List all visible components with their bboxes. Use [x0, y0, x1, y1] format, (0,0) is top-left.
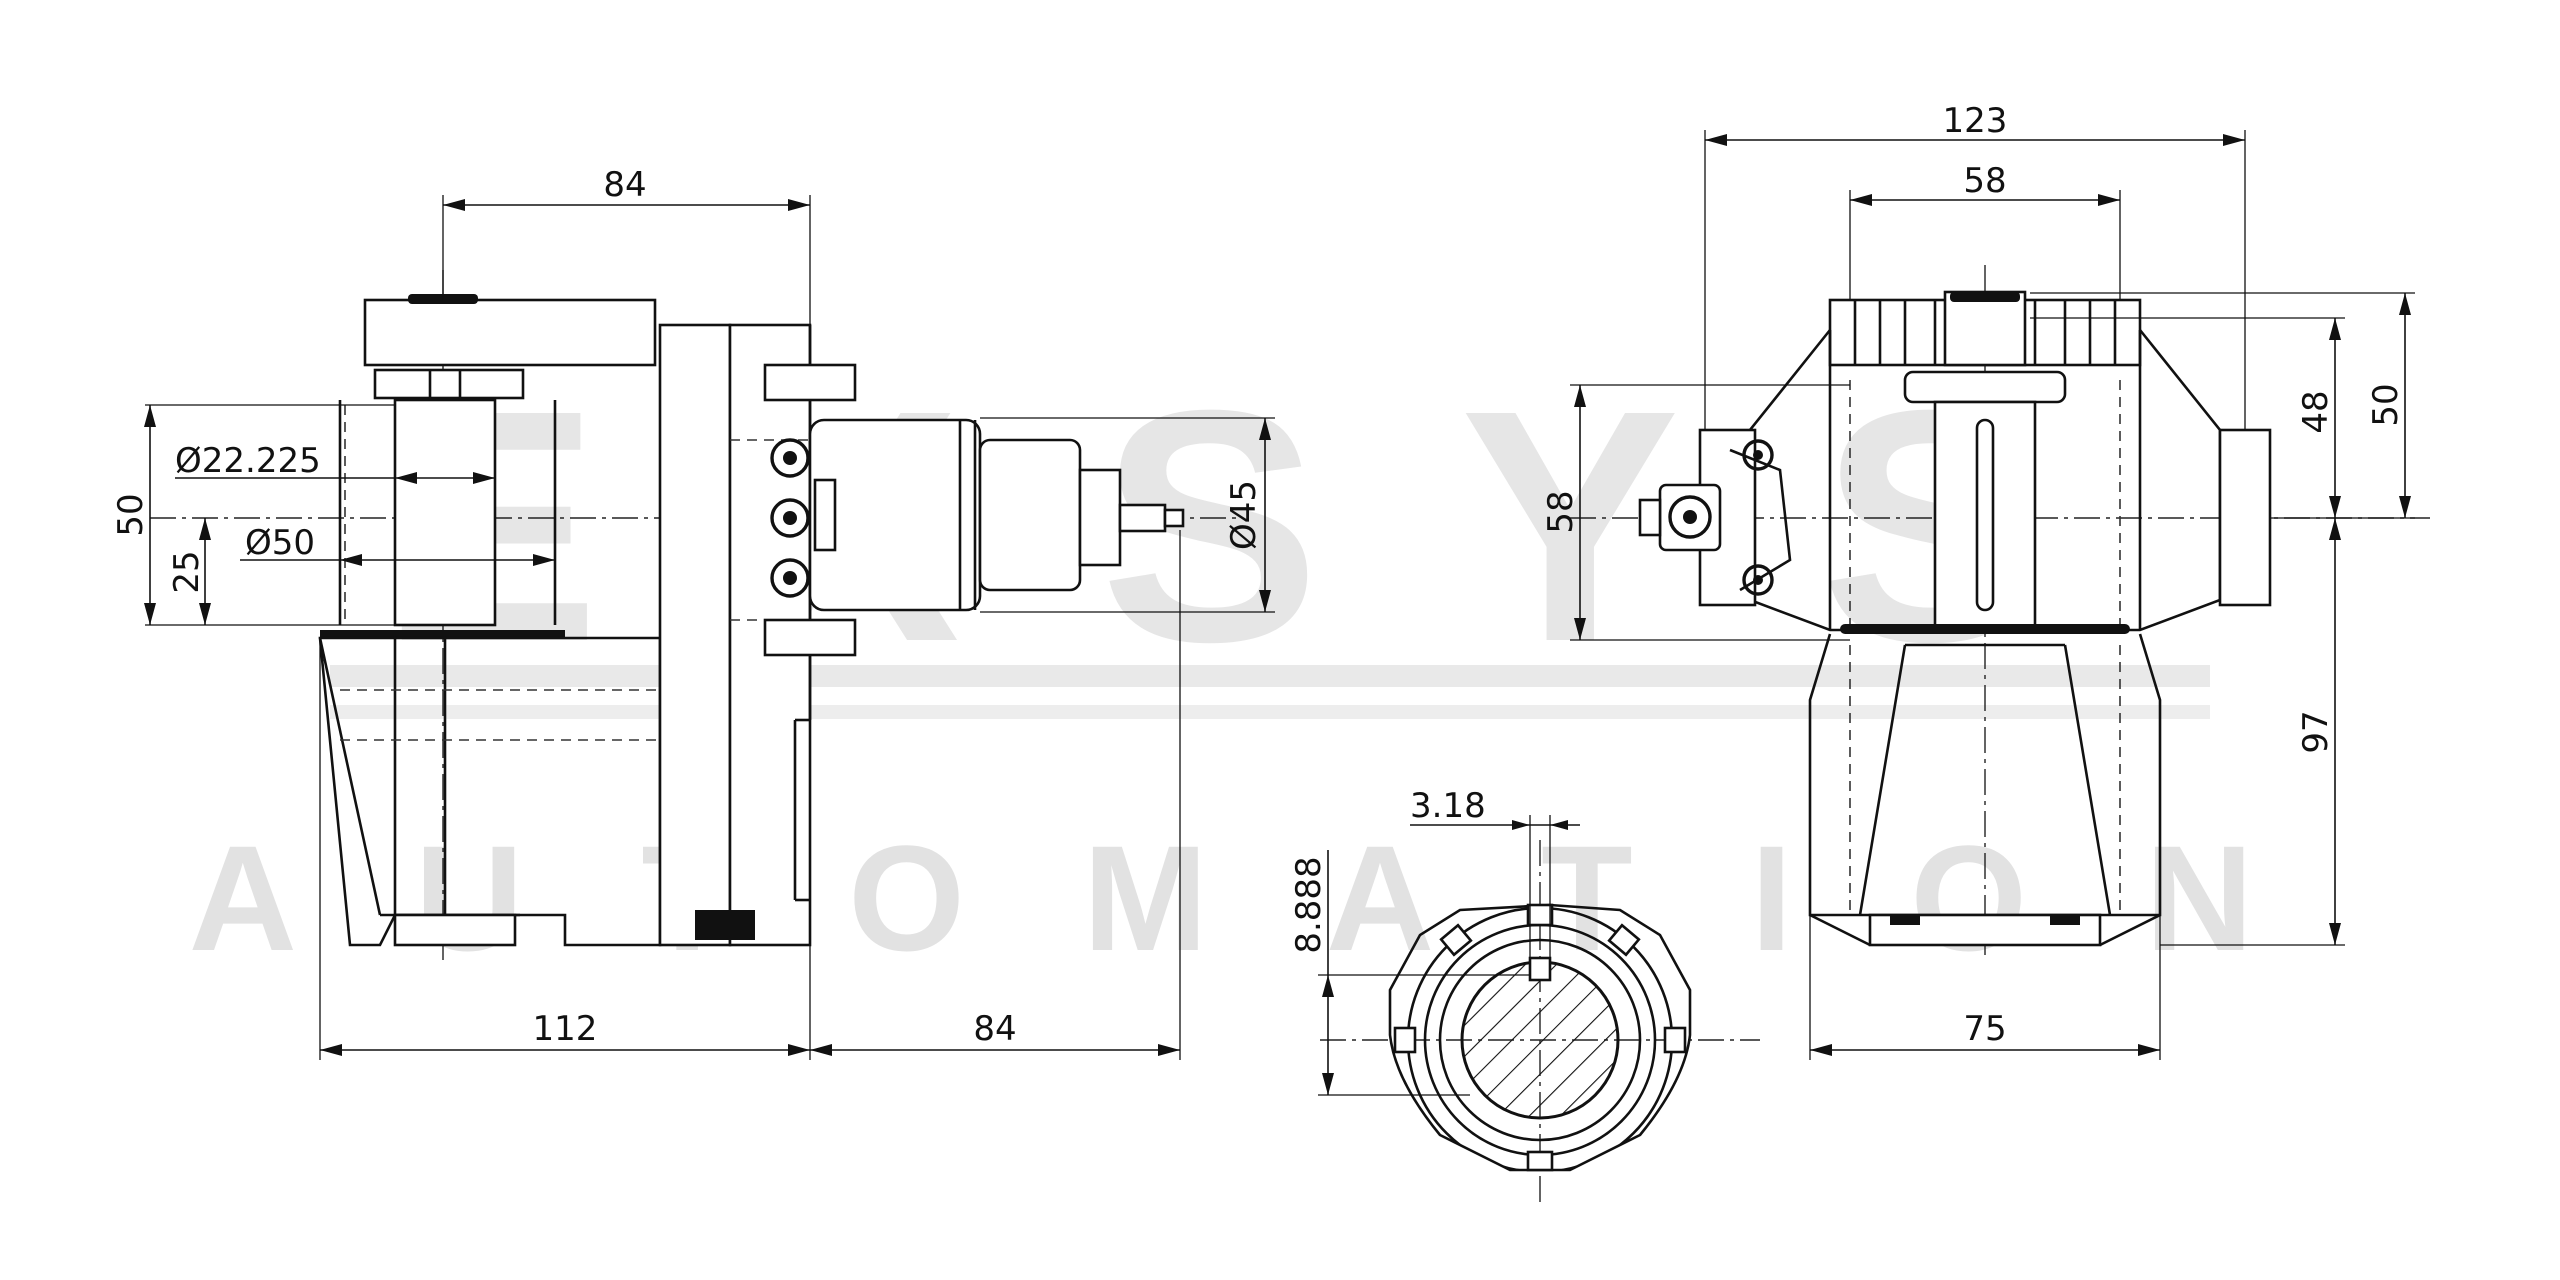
- knurl-lines: [1853, 300, 2117, 365]
- front-side-lug: [2218, 428, 2272, 607]
- dim-front-bottom-75: 75: [1963, 1009, 2006, 1049]
- spindle-shaft: [393, 398, 497, 627]
- section-ring-3: [1438, 938, 1642, 1142]
- dim-front-width-123: 123: [1943, 101, 2008, 141]
- watermark-brand: EXSYS: [380, 341, 2181, 710]
- spindle-tip: [1078, 468, 1122, 567]
- front-nut-collar: [1903, 370, 2067, 404]
- spindle-cap: [978, 438, 1082, 592]
- side-dimensions: 84 112 84 50 25 Ø22.225 Ø50 Ø45: [111, 165, 1275, 1060]
- section-view: [1320, 840, 1760, 1205]
- dim-side-dia-22: Ø22.225: [175, 441, 321, 481]
- dim-key-depth: 8.888: [1289, 856, 1329, 953]
- dim-front-48: 48: [2296, 390, 2336, 433]
- watermark-bar-2: [330, 705, 2210, 719]
- section-dimensions: 3.18 8.888: [1289, 786, 1580, 1096]
- flange-marking: [695, 910, 755, 940]
- spindle-pin: [1118, 503, 1167, 533]
- dim-front-width-58: 58: [1963, 161, 2006, 201]
- section-keyway: [1528, 956, 1552, 982]
- dim-side-bottom-112: 112: [533, 1009, 598, 1049]
- front-view: [1570, 265, 2430, 955]
- front-left-bracket: [1729, 448, 1792, 592]
- front-taper: [1858, 644, 2112, 916]
- dim-front-50: 50: [2366, 383, 2406, 426]
- front-spindle-slot: [1975, 418, 1995, 612]
- watermark-bar: [330, 665, 2210, 687]
- dim-side-height-50: 50: [111, 493, 151, 536]
- dim-side-top-84: 84: [603, 165, 646, 205]
- housing-foot: [393, 913, 517, 947]
- flange-plate: [658, 323, 732, 947]
- key-block: [813, 478, 837, 552]
- front-nut-center: [1943, 290, 2027, 367]
- watermark-sub: AUTOMATION: [189, 814, 2372, 982]
- dim-front-97: 97: [2296, 710, 2336, 753]
- flange-bolts: [763, 363, 857, 657]
- dim-side-height-25: 25: [167, 550, 207, 593]
- clamp-nut: [373, 368, 525, 400]
- side-view: [150, 270, 1240, 960]
- housing-top-edge: [320, 630, 565, 638]
- section-shaft: [1460, 960, 1620, 1120]
- dim-side-bottom-84: 84: [973, 1009, 1016, 1049]
- dim-side-dia-45: Ø45: [1224, 480, 1264, 550]
- front-dimensions: 123 58 58 48 50 97 75: [1541, 101, 2415, 1060]
- spindle-pin-end: [1163, 508, 1185, 528]
- section-outer: [1388, 903, 1692, 1172]
- dim-front-height-58: 58: [1541, 490, 1581, 533]
- front-flange-line: [1840, 624, 2130, 634]
- dim-side-dia-50: Ø50: [245, 523, 315, 563]
- dim-key-width: 3.18: [1410, 786, 1486, 826]
- watermark: EXSYS AUTOMATION: [189, 341, 2372, 982]
- clamp-head: [363, 298, 657, 367]
